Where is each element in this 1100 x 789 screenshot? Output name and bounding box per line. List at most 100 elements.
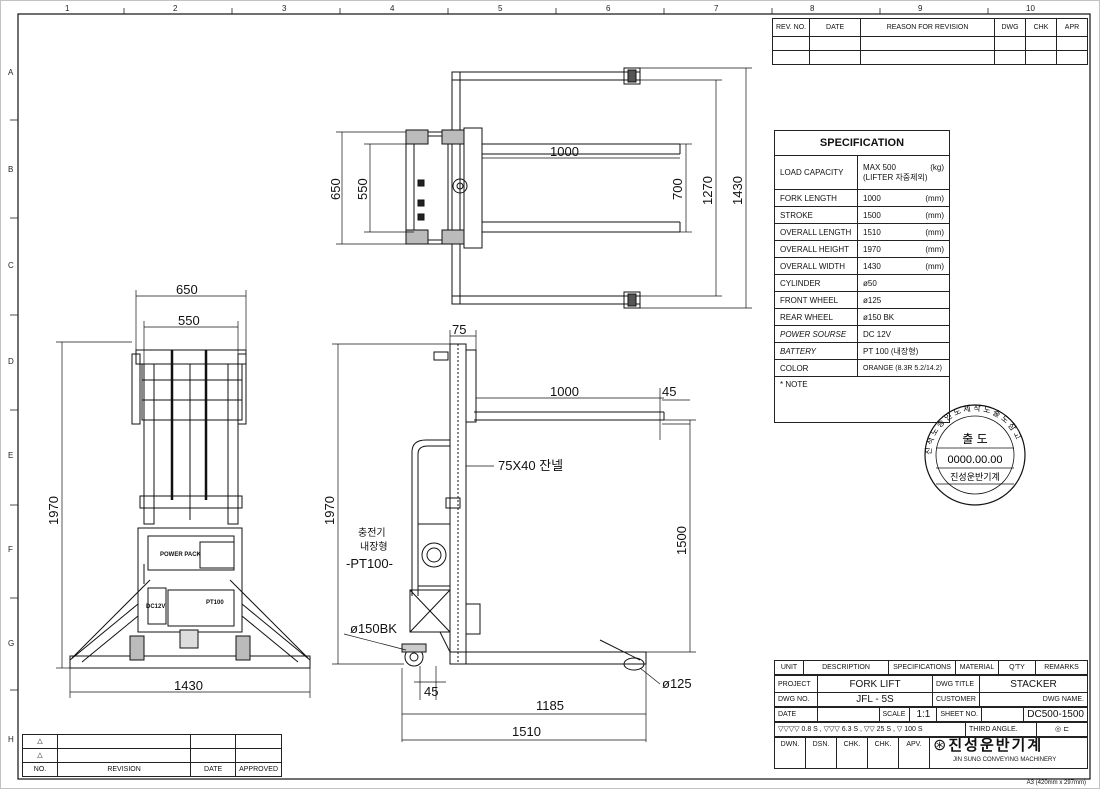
spec-value: 1510: [863, 227, 881, 237]
grid-col-label: 3: [282, 4, 287, 13]
rev-header: REV. NO.: [771, 18, 811, 37]
tb-label: SHEET NO.: [936, 707, 982, 722]
dim-top-650: 650: [328, 178, 343, 200]
tb-surface-finish: ▽▽▽▽ 0.8 S , ▽▽▽ 6.3 S , ▽▽ 25 S , ▽ 100…: [774, 722, 966, 737]
title-block: UNIT DESCRIPTION SPECIFICATIONS MATERIAL…: [774, 660, 1089, 769]
grid-col-label: 8: [810, 4, 815, 13]
spec-value-cell: MAX 500 (kg) (LIFTER 자중제외): [857, 155, 950, 190]
grid-row-label: D: [8, 357, 14, 366]
spec-label: REAR WHEEL: [774, 308, 858, 326]
spec-value: ø125: [857, 291, 950, 309]
grid-row-label: A: [8, 68, 14, 77]
stamp-center: 출 도: [962, 432, 987, 446]
company-name-kr: 진성운반기계: [948, 737, 1044, 755]
spec-value: MAX 500: [863, 162, 896, 172]
spec-unit: (mm): [925, 261, 944, 271]
revision-triangle-icon: △: [22, 748, 58, 763]
third-angle-projection-icon: ◎ ⊏: [1036, 722, 1088, 737]
grid-row-label: G: [8, 639, 14, 648]
bottom-revision-block: △ △ NO. REVISION DATE APPROVED: [22, 734, 282, 777]
top-view: [336, 67, 752, 309]
revblock-header: REVISION: [56, 762, 192, 777]
dim-side-fork-1000: 1000: [550, 384, 579, 399]
dim-top-1270: 1270: [700, 176, 715, 205]
stamp-date: 0000.00.00: [947, 454, 1002, 466]
tb-project: FORK LIFT: [817, 675, 933, 693]
label-channel: 75X40 잔넬: [498, 458, 563, 473]
dim-top-1430: 1430: [730, 176, 745, 205]
spec-value: 1500: [863, 210, 881, 220]
tb-dwg-name: DC500-1500: [1023, 707, 1088, 722]
spec-label: OVERALL LENGTH: [774, 223, 858, 241]
tb-sign: APV.: [898, 737, 930, 769]
specification-table: SPECIFICATION LOAD CAPACITY MAX 500 (kg)…: [774, 130, 950, 423]
sheet-border: [17, 13, 1091, 780]
tb-label: CUSTOMER: [932, 692, 980, 707]
spec-label: STROKE: [774, 206, 858, 224]
tb-label: DWG NO.: [774, 692, 818, 707]
dim-side-1970: 1970: [322, 496, 337, 525]
spec-value: PT 100 (내장형): [857, 342, 950, 360]
label-dc12v: DC12V: [146, 604, 165, 610]
dim-top-550: 550: [355, 178, 370, 200]
dim-front-1970: 1970: [46, 496, 61, 525]
dim-front-650: 650: [176, 282, 198, 297]
rev-header: REASON FOR REVISION: [860, 18, 995, 37]
spec-value: 1000: [863, 193, 881, 203]
spec-value: 1430: [863, 261, 881, 271]
tb-header: MATERIAL: [955, 660, 999, 675]
grid-row-label: E: [8, 451, 13, 460]
spec-title: SPECIFICATION: [774, 130, 950, 156]
grid-col-label: 6: [606, 4, 611, 13]
rev-header: CHK: [1025, 18, 1057, 37]
spec-label: FORK LENGTH: [774, 189, 858, 207]
company-logo-cell: ⊛ 진성운반기계 JIN SUNG CONVEYING MACHINERY: [929, 737, 1088, 769]
revision-table: REV. NO. DATE REASON FOR REVISION DWG CH…: [771, 18, 1088, 65]
grid-col-label: 1: [65, 4, 70, 13]
spec-note: (LIFTER 자중제외): [863, 172, 928, 182]
tb-label: PROJECT: [774, 675, 818, 693]
rev-header: DATE: [809, 18, 862, 37]
tb-dwg-no: JFL - 5S: [817, 692, 933, 707]
grid-col-label: 9: [918, 4, 923, 13]
tb-sign: DWN.: [774, 737, 806, 769]
spec-unit: (kg): [930, 162, 944, 172]
label-charger-2: 내장형: [360, 541, 388, 553]
rev-header: DWG: [994, 18, 1026, 37]
label-power-pack: POWER PACK: [160, 552, 202, 558]
tb-sign: CHK.: [836, 737, 868, 769]
paper-size: A3 (420mm x 297mm): [1026, 780, 1086, 786]
revblock-header: NO.: [22, 762, 58, 777]
label-pt100-side: -PT100-: [346, 556, 393, 571]
spec-value: ORANGE (8.3R 5.2/14.2): [857, 359, 950, 377]
grid-col-label: 7: [714, 4, 719, 13]
label-rear-wheel: ø150BK: [350, 621, 397, 636]
grid-col-label: 2: [173, 4, 178, 13]
dim-side-1185: 1185: [536, 698, 564, 713]
dim-side-75: 75: [452, 322, 466, 337]
tb-dwg-name-label: DWG NAME.: [978, 692, 1089, 707]
spec-label: BATTERY: [774, 342, 858, 360]
spec-unit: (mm): [925, 193, 944, 203]
company-name-en: JIN SUNG CONVEYING MACHINERY: [953, 756, 1057, 763]
grid-column-labels: 1 2 3 4 5 6 7 8 9 10: [65, 4, 1035, 13]
label-pt100: PT100: [206, 600, 224, 606]
rev-header: APR: [1056, 18, 1088, 37]
grid-row-label: H: [8, 735, 14, 744]
spec-label: CYLINDER: [774, 274, 858, 292]
grid-row-label: B: [8, 165, 13, 174]
spec-label: COLOR: [774, 359, 858, 377]
grid-row-labels: A B C D E F G H: [8, 68, 14, 744]
spec-note-row: * NOTE: [774, 376, 950, 423]
spec-value: ø50: [857, 274, 950, 292]
tb-third-angle: THIRD ANGLE.: [965, 722, 1037, 737]
tb-sign: CHK.: [867, 737, 899, 769]
spec-unit: (mm): [925, 227, 944, 237]
revblock-header: DATE: [190, 762, 237, 777]
dim-front-1430: 1430: [174, 678, 203, 693]
dim-front-550: 550: [178, 313, 200, 328]
spec-value: ø150 BK: [857, 308, 950, 326]
tb-label: SCALE: [878, 707, 911, 722]
spec-label: OVERALL HEIGHT: [774, 240, 858, 258]
